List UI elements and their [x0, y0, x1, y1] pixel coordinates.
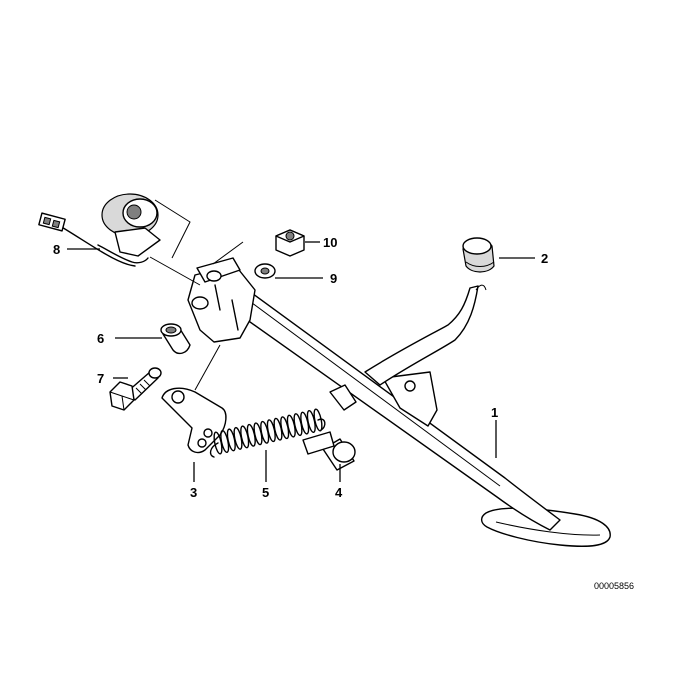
- sleeve-part-4: [302, 431, 356, 471]
- spring-part-5: [209, 408, 326, 458]
- spring-hook: [209, 442, 219, 458]
- washer-part-9: [254, 263, 276, 279]
- callout-9: 9: [330, 271, 337, 286]
- callout-3: 3: [190, 485, 197, 500]
- switch-part-8: [38, 193, 244, 286]
- callout-2: 2: [541, 251, 548, 266]
- plate-part-3: [161, 344, 227, 454]
- callout-6: 6: [97, 331, 104, 346]
- bolt-part-7: [109, 367, 162, 411]
- callout-5: 5: [262, 485, 269, 500]
- leader-lines: [67, 241, 535, 482]
- side-stand-part-1: [187, 257, 611, 547]
- callout-7: 7: [97, 371, 104, 386]
- bushing-part-6: [160, 323, 191, 355]
- callout-4: 4: [335, 485, 343, 500]
- callout-1: 1: [491, 405, 498, 420]
- nut-part-10: [275, 229, 305, 257]
- spring-hook: [317, 418, 326, 431]
- drawing-number: 00005856: [594, 581, 634, 591]
- callout-8: 8: [53, 242, 60, 257]
- knob-part-2: [462, 237, 495, 273]
- callout-10: 10: [323, 235, 337, 250]
